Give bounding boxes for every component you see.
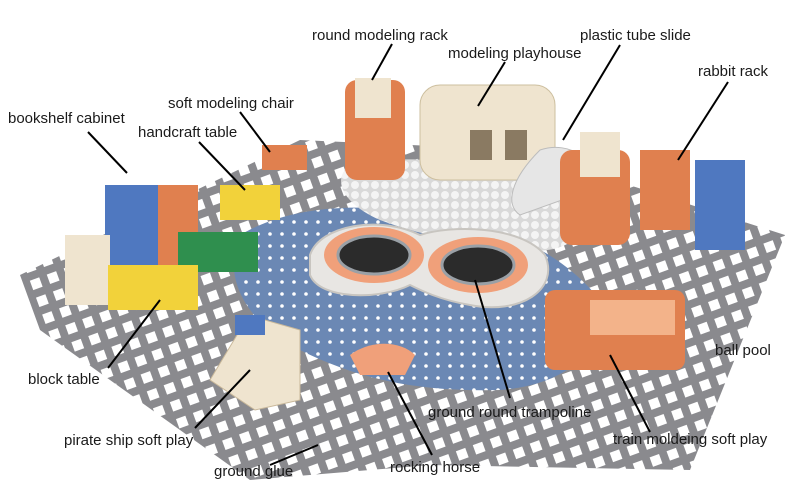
label-rocking-horse: rocking horse xyxy=(390,459,481,476)
pointer-plastic-tube-slide xyxy=(562,44,621,141)
soft-modeling-chair xyxy=(262,145,307,170)
label-train-moldeing-soft-play: train moldeing soft play xyxy=(613,431,768,448)
rabbit-rack-blue xyxy=(695,160,745,250)
pointer-rabbit-rack xyxy=(677,81,729,161)
pointer-bookshelf-cabinet xyxy=(87,131,128,174)
block-table xyxy=(108,265,198,310)
label-bookshelf-cabinet: bookshelf cabinet xyxy=(8,110,125,127)
label-ground-glue: ground glue xyxy=(214,463,294,480)
pointer-rocking-horse xyxy=(387,371,433,456)
label-plastic-tube-slide: plastic tube slide xyxy=(580,27,691,44)
bookshelf-blue xyxy=(105,185,160,275)
label-soft-modeling-chair: soft modeling chair xyxy=(168,95,294,112)
label-rabbit-rack: rabbit rack xyxy=(698,63,769,80)
label-block-table: block table xyxy=(28,371,100,388)
pointer-round-modeling-rack xyxy=(371,43,393,81)
pointer-block-table xyxy=(107,299,161,369)
pointer-ground-glue xyxy=(269,444,319,466)
pointer-handcraft-table xyxy=(198,141,246,191)
label-modeling-playhouse: modeling playhouse xyxy=(448,45,582,62)
label-handcraft-table: handcraft table xyxy=(138,124,238,141)
label-pirate-ship-soft-play: pirate ship soft play xyxy=(64,432,194,449)
pointer-soft-modeling-chair xyxy=(239,111,271,153)
pointer-modeling-playhouse xyxy=(477,61,506,107)
pointer-pirate-ship xyxy=(194,369,251,429)
rocking-horse xyxy=(350,343,415,375)
rabbit-rack-orange xyxy=(640,150,690,230)
label-ball-pool: ball pool xyxy=(715,342,771,359)
handcraft-table-yellow xyxy=(220,185,280,220)
label-ground-round-trampoline: ground round trampoline xyxy=(428,404,592,421)
bookshelf-cream xyxy=(65,235,110,305)
pointer-train xyxy=(609,354,651,433)
trampoline-right xyxy=(440,244,516,286)
pointer-trampoline xyxy=(474,279,511,399)
label-round-modeling-rack: round modeling rack xyxy=(312,27,448,44)
trampoline-left xyxy=(336,234,412,276)
